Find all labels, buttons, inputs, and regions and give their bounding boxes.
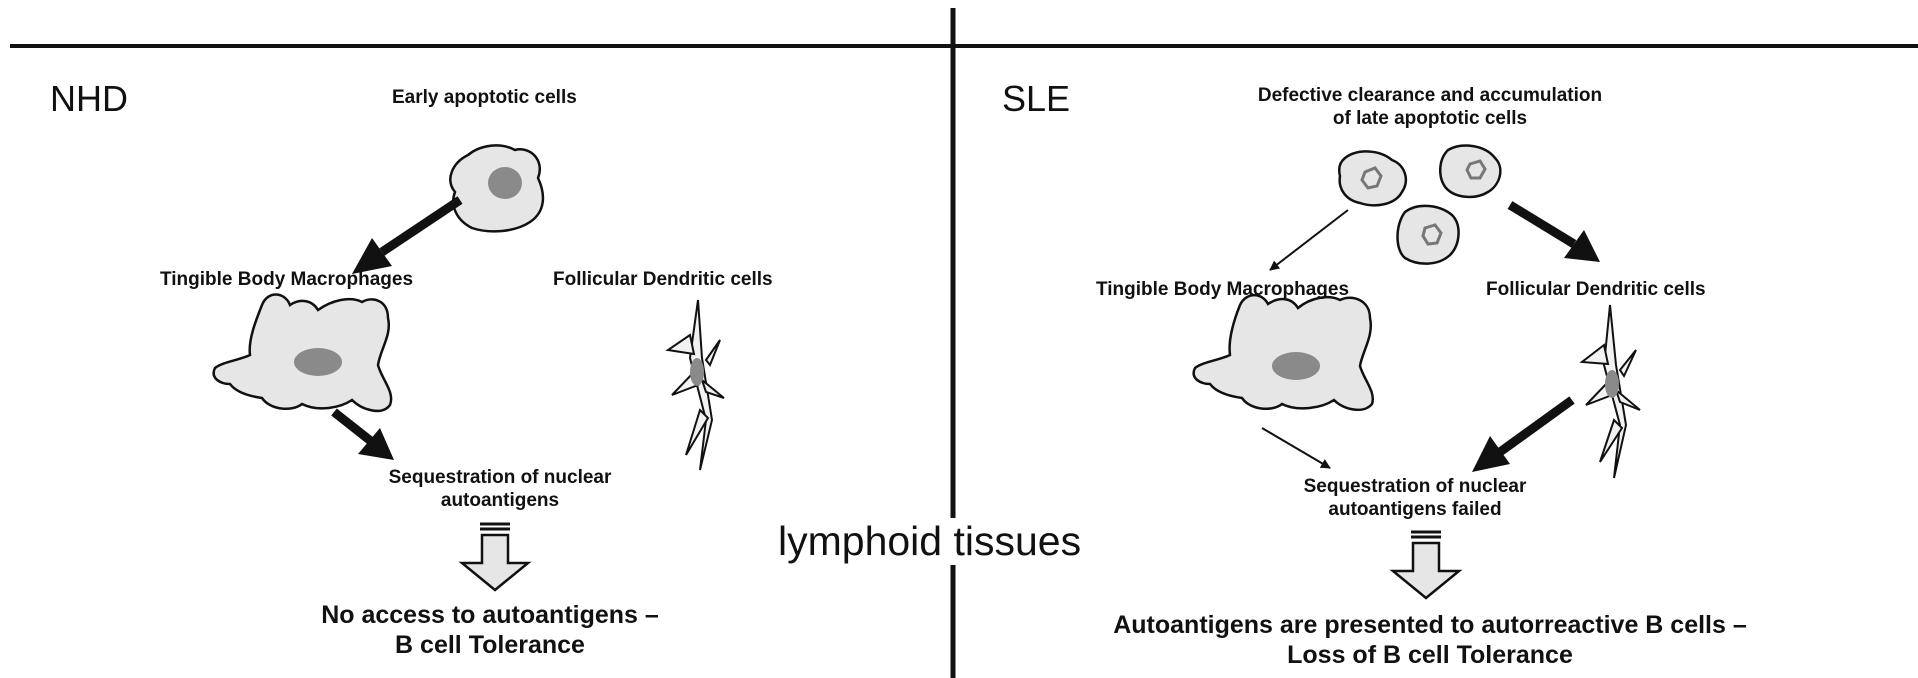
outcome-right-line-1: Autoantigens are presented to autorreact… [1000,610,1860,640]
early-apoptotic-label: Early apoptotic cells [392,86,577,109]
sle-header: SLE [1002,78,1070,120]
outcome-left: No access to autoantigens – B cell Toler… [230,600,750,660]
sequestration-label-right: Sequestration of nuclear autoantigens fa… [1265,475,1565,521]
outcome-left-line-1: No access to autoantigens – [230,600,750,630]
late-apoptotic-cell-3 [1398,206,1459,264]
sequestration-line-2: autoantigens [350,489,650,512]
defective-clearance-line-1: Defective clearance and accumulation [1200,84,1660,107]
defective-clearance-label: Defective clearance and accumulation of … [1200,84,1660,130]
sequestration-right-line-1: Sequestration of nuclear [1265,475,1565,498]
thin-arrow-cells-to-macrophage [1270,210,1348,270]
sequestration-right-line-2: autoantigens failed [1265,498,1565,521]
sequestration-line-1: Sequestration of nuclear [350,466,650,489]
early-apoptotic-cell [450,145,543,231]
tingible-body-macrophage-left [214,294,391,410]
late-apoptotic-cell-2 [1440,146,1500,197]
outcome-right-line-2: Loss of B cell Tolerance [1000,640,1860,670]
thin-arrow-macrophage-to-sequestration [1262,428,1330,468]
hollow-arrow-right [1393,532,1459,598]
arrow-macrophage-to-sequestration [334,412,394,460]
lymphoid-tissues-label: lymphoid tissues [770,518,1089,565]
hollow-arrow-left [462,524,528,590]
arrow-apoptotic-to-macrophage [352,200,460,274]
follicular-dendritic-label-left: Follicular Dendritic cells [553,268,773,291]
tingible-body-macrophages-label-left: Tingible Body Macrophages [160,268,413,291]
follicular-dendritic-label-right: Follicular Dendritic cells [1486,278,1706,301]
thick-arrow-cells-to-fdc [1510,205,1600,262]
defective-clearance-line-2: of late apoptotic cells [1200,107,1660,130]
thick-arrow-fdc-to-sequestration [1472,400,1572,472]
outcome-right: Autoantigens are presented to autorreact… [1000,610,1860,670]
follicular-dendritic-cell-right [1582,305,1640,478]
follicular-dendritic-cell-left [668,300,724,470]
nhd-header: NHD [50,78,128,120]
outcome-left-line-2: B cell Tolerance [230,630,750,660]
late-apoptotic-cell-1 [1339,151,1406,205]
tingible-body-macrophages-label-right: Tingible Body Macrophages [1096,278,1349,301]
tingible-body-macrophage-right [1194,295,1373,410]
sequestration-label-left: Sequestration of nuclear autoantigens [350,466,650,512]
